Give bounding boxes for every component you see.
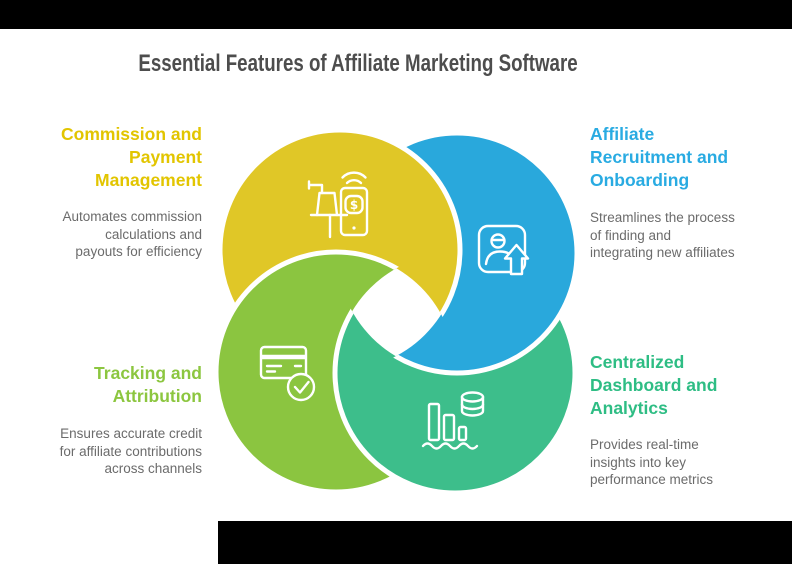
feature-heading-commission: Commission and Payment Management: [61, 124, 202, 190]
feature-description-dashboard: Provides real-time insights into key per…: [590, 437, 714, 487]
top-border-bar: [0, 0, 792, 29]
feature-heading-dashboard: Centralized Dashboard and Analytics: [590, 352, 718, 418]
payment-icon: $: [307, 171, 369, 239]
chart-coins-icon: [421, 391, 485, 450]
feature-description-tracking: Ensures accurate credit for affiliate co…: [59, 426, 202, 476]
circle-fills: [216, 130, 577, 493]
dollar-glyph: $: [350, 198, 358, 212]
bottom-white-block: [0, 521, 218, 564]
feature-heading-recruitment: Affiliate Recruitment and Onboarding: [590, 124, 729, 190]
feature-description-recruitment: Streamlines the process of finding and i…: [590, 210, 735, 260]
card-check-icon: [259, 345, 316, 402]
user-upload-icon: [477, 224, 530, 276]
page-title: Essential Features of Affiliate Marketin…: [138, 50, 578, 77]
feature-heading-tracking: Tracking and Attribution: [94, 363, 202, 406]
circle-outlines: [213, 127, 580, 496]
feature-description-commission: Automates commission calculations and pa…: [62, 209, 202, 259]
bottom-border-bar: [218, 521, 792, 564]
